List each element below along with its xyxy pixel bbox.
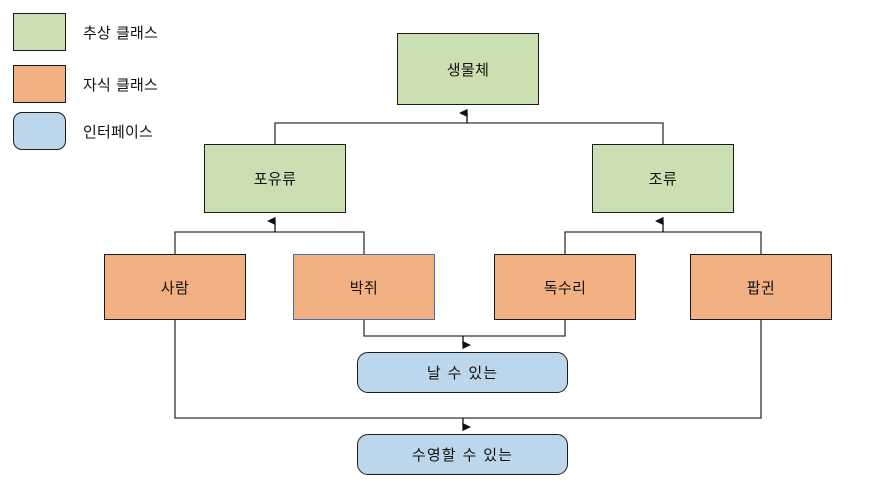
edge-penguin-to-bird [663,231,762,254]
legend-item-child-class: 자식 클래스 [13,65,158,103]
legend-swatch-child-class [13,65,66,103]
node-swimmable-interface[interactable]: 수영할 수 있는 [357,434,568,475]
edge-eagle-to-bird [564,231,663,254]
edge-eagle-to-flyable [463,320,566,337]
node-organism[interactable]: 생물체 [397,33,539,105]
edge-bat-to-mammal [275,231,365,254]
node-flyable-interface[interactable]: 날 수 있는 [357,352,568,393]
node-penguin[interactable]: 팝귄 [690,254,832,320]
legend-label-child-class: 자식 클래스 [83,75,158,94]
node-bird[interactable]: 조류 [592,144,734,213]
legend-swatch-abstract-class [13,13,66,51]
edge-bat-to-flyable [363,320,463,337]
legend-item-interface: 인터페이스 [13,112,153,150]
node-bat[interactable]: 박쥐 [293,254,435,320]
node-mammal[interactable]: 포유류 [204,144,346,213]
legend-label-abstract-class: 추상 클래스 [83,23,158,42]
node-eagle[interactable]: 독수리 [494,254,636,320]
legend-label-interface: 인터페이스 [83,122,154,141]
legend-item-abstract-class: 추상 클래스 [13,13,158,51]
edge-human-to-mammal [174,231,275,254]
legend-swatch-interface [13,112,66,150]
node-human[interactable]: 사람 [104,254,246,320]
